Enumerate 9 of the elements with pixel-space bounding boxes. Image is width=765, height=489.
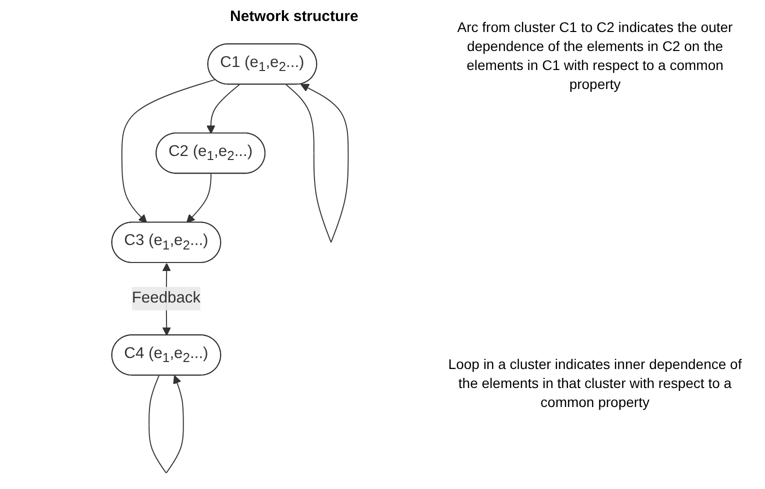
arrow [148,375,184,474]
arrow [206,84,240,134]
edge-label: Feedback [132,290,201,306]
arrow [186,173,212,224]
arrow [121,79,216,224]
annotation-text: Loop in a cluster indicates inner dependence of the elements in that cluster with respect to a common property [447,355,743,412]
annotation-text: Arc from cluster C1 to C2 indicates the outer dependence of the elements in C2 on the elements in C1 with respect to a common property [456,18,734,94]
arrow [286,84,349,243]
diagram-title: Network structure [230,8,358,25]
